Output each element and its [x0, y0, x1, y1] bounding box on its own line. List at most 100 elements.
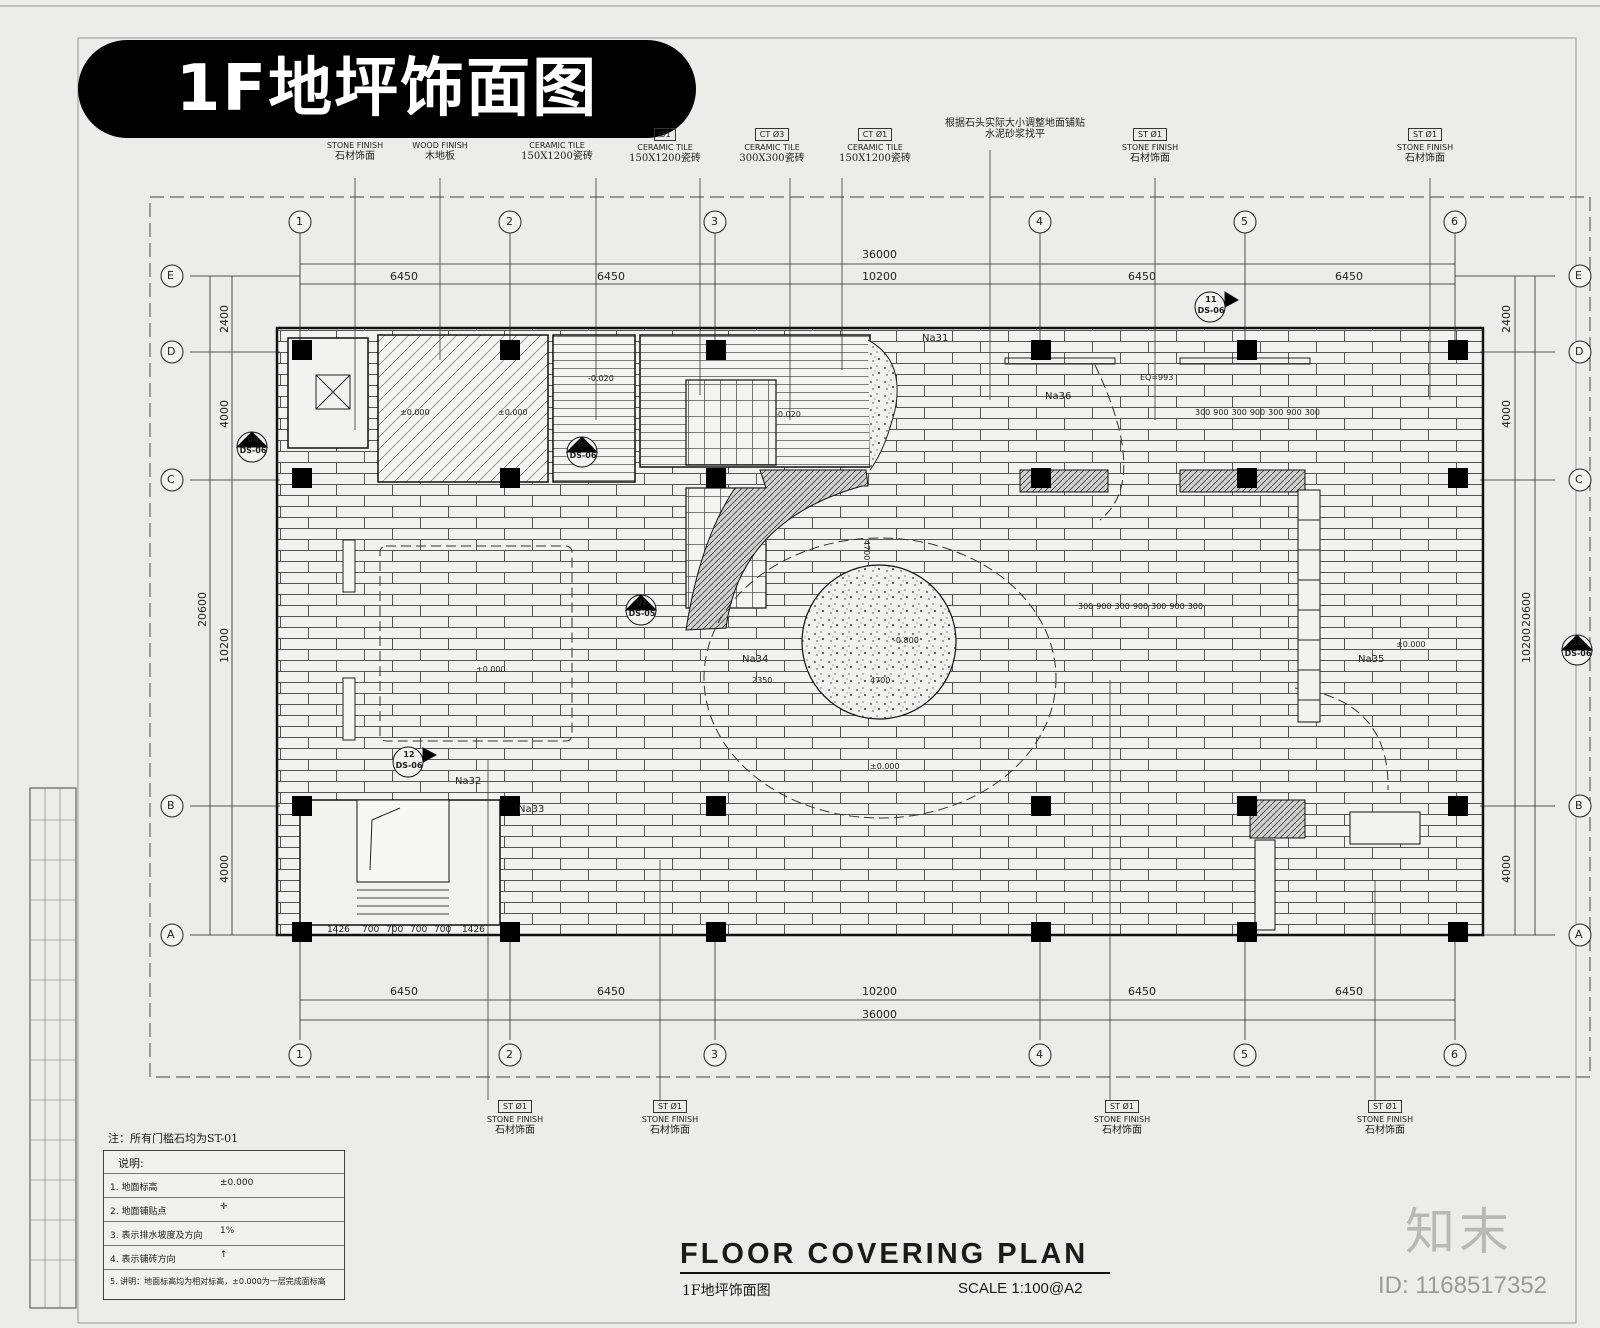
dim-total-width-top: 36000 — [862, 248, 897, 261]
circle-dim: 4700 — [870, 676, 891, 685]
grid-row-d-left: D — [167, 345, 176, 358]
stair-dim: 1426 — [462, 925, 485, 935]
legend-box: 说明: 1. 地面标高 ±0.000 2. 地面铺贴点 ✛ 3. 表示排水坡度及… — [103, 1150, 345, 1300]
dim-bay-5-top: 6450 — [1335, 270, 1363, 283]
circle-dim: 2350 — [752, 676, 773, 685]
tag-na33: Na33 — [518, 804, 545, 815]
tag-na32: Na32 — [455, 776, 482, 787]
strip-dim: 900 — [1132, 602, 1149, 611]
dim-row-2-left: 4000 — [218, 400, 231, 428]
legend-row-symbol: 1% — [220, 1226, 235, 1236]
watermark-id: ID: 1168517352 — [1378, 1272, 1548, 1299]
stair-dim: 700 — [362, 925, 380, 935]
grid-col-4-bottom: 4 — [1036, 1048, 1043, 1061]
strip-dim: 300 — [1304, 408, 1320, 417]
grid-col-6-bottom: 6 — [1451, 1048, 1458, 1061]
strip-dim: 900 — [1213, 408, 1229, 417]
strip-dim: 900 — [1286, 408, 1302, 417]
dim-bay-4-top: 6450 — [1128, 270, 1156, 283]
level-mark: -0.020 — [775, 410, 801, 419]
dim-bay-2-bottom: 6450 — [597, 985, 625, 998]
grid-col-3-top: 3 — [711, 215, 718, 228]
tag-na36: Na36 — [1045, 391, 1072, 402]
legend-row: 4. 表示铺砖方向 ↑ — [104, 1245, 344, 1270]
dim-row-2-right: 4000 — [1500, 400, 1513, 428]
legend-row-text: 2. 地面铺贴点 — [110, 1207, 167, 1217]
legend-title: 说明: — [118, 1157, 144, 1170]
legend-row: 2. 地面铺贴点 ✛ — [104, 1197, 344, 1222]
grid-col-2-top: 2 — [506, 215, 513, 228]
level-mark: ±0.000 — [1396, 640, 1426, 649]
grid-row-c-right: C — [1575, 473, 1583, 486]
legend-row-symbol: ↑ — [220, 1250, 228, 1260]
plan-subtitle: 1F地坪饰面图 — [682, 1283, 771, 1299]
grid-row-e-right: E — [1575, 269, 1582, 282]
legend-row: 5. 讲明：地面标高均为相对标高，±0.000为一层完成面标高 — [104, 1269, 344, 1300]
legend-row: 3. 表示排水坡度及方向 1% — [104, 1221, 344, 1246]
level-mark: -0.800 — [893, 636, 919, 645]
dim-bay-1-top: 6450 — [390, 270, 418, 283]
threshold-note: 注：所有门槛石均为ST-01 — [108, 1132, 239, 1145]
level-mark: ±0.000 — [476, 665, 506, 674]
dim-row-3-right: 10200 — [1520, 628, 1533, 663]
strip-dim: 300 — [1151, 602, 1167, 611]
legend-row-text: 4. 表示铺砖方向 — [110, 1255, 176, 1265]
tag-na35: Na35 — [1358, 654, 1385, 665]
strip-dims: 300 900 300 900 300 900 300 — [1195, 408, 1320, 417]
level-mark: EQ=993 — [1140, 373, 1174, 382]
grid-col-6-top: 6 — [1451, 215, 1458, 228]
grid-row-d-right: D — [1575, 345, 1584, 358]
legend-row: 1. 地面标高 ±0.000 — [104, 1173, 344, 1198]
legend-row-text: 1. 地面标高 — [110, 1183, 158, 1193]
dim-bay-3-bottom: 10200 — [862, 985, 897, 998]
tag-na31: Na31 — [922, 333, 949, 344]
strip-dim: 300 — [1195, 408, 1211, 417]
plan-title: FLOOR COVERING PLAN — [680, 1238, 1089, 1270]
dim-row-4-right: 4000 — [1500, 855, 1513, 883]
grid-col-2-bottom: 2 — [506, 1048, 513, 1061]
plan-scale: SCALE 1:100@A2 — [958, 1280, 1083, 1297]
dim-total-height-right: 20600 — [1520, 592, 1533, 627]
grid-row-a-left: A — [167, 928, 175, 941]
dim-row-1-right: 2400 — [1500, 305, 1513, 333]
circle-dim: 4700 — [862, 540, 871, 561]
dim-bay-5-bottom: 6450 — [1335, 985, 1363, 998]
dim-row-4-left: 4000 — [218, 855, 231, 883]
legend-row-symbol: ±0.000 — [220, 1178, 254, 1188]
dim-row-3-left: 10200 — [218, 628, 231, 663]
grid-col-5-top: 5 — [1241, 215, 1248, 228]
legend-row-symbol: ✛ — [220, 1202, 228, 1212]
grid-row-e-left: E — [167, 269, 174, 282]
stair-dim: 700 — [434, 925, 452, 935]
strip-dim: 900 — [1249, 408, 1266, 417]
grid-col-1-top: 1 — [296, 215, 303, 228]
strip-dim: 900 — [1096, 602, 1112, 611]
dim-bay-3-top: 10200 — [862, 270, 897, 283]
watermark-logo: 知末 — [1405, 1203, 1513, 1261]
grid-row-c-left: C — [167, 473, 175, 486]
level-mark: -0.020 — [588, 374, 614, 383]
title-badge: 1F地坪饰面图 — [78, 40, 696, 138]
stair-dim: 700 — [410, 925, 428, 935]
stair-dim: 1426 — [327, 925, 350, 935]
level-mark: ±0.000 — [870, 762, 900, 771]
strip-dim: 300 — [1114, 602, 1130, 611]
dim-total-height-left: 20600 — [196, 592, 209, 627]
callout-top-note: 根据石头实际大小调整地面铺贴水泥砂浆找平 — [945, 118, 1085, 140]
legend-row-text: 5. 讲明：地面标高均为相对标高，±0.000为一层完成面标高 — [110, 1277, 326, 1286]
grid-col-4-top: 4 — [1036, 215, 1043, 228]
